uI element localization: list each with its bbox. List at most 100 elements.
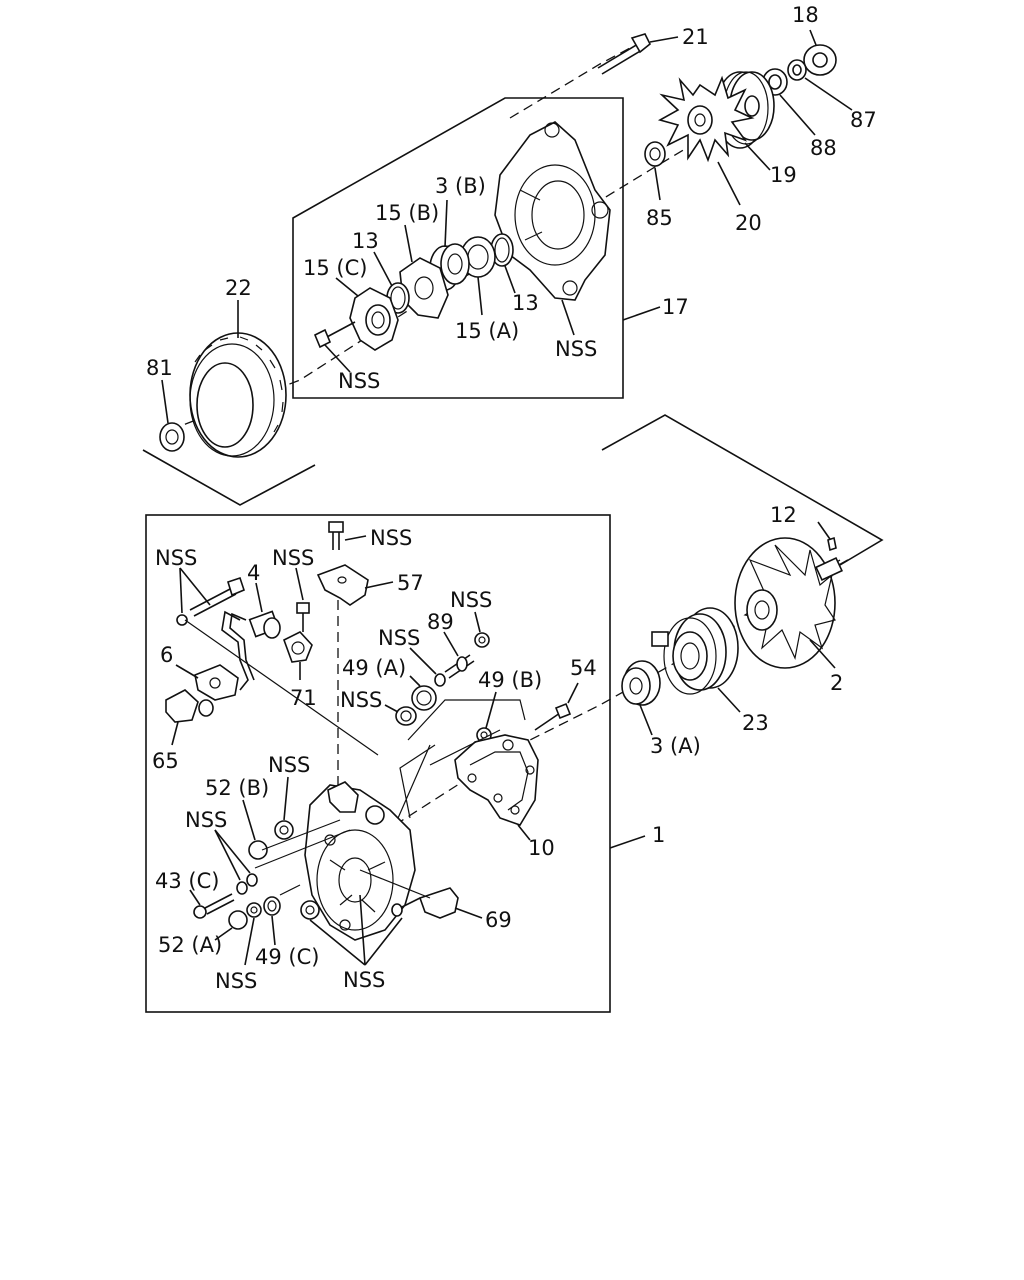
label-3b: 3 (B) [435,174,486,198]
nut-nss-lower [300,900,320,920]
nut-18 [803,44,837,76]
stator-bracket [142,449,316,506]
label-6: 6 [160,643,173,667]
leader-49a [409,675,421,687]
upper-axis-top [509,47,631,119]
bushing-49a [411,685,437,711]
leader-49b [485,691,497,729]
label-10: 10 [528,836,555,860]
pulley-23 [651,607,739,695]
link-lines [184,619,526,826]
label-54: 54 [570,656,597,680]
cap-52b [248,840,268,860]
rotor-bracket [601,414,884,566]
label-12: 12 [770,503,797,527]
label-49a: 49 (A) [342,656,406,680]
label-nss-bolt: NSS [338,369,380,393]
label-nss-bottom-left: NSS [215,969,257,993]
leader-nss-52b [283,776,289,821]
leader-nss-43 [214,829,241,881]
axis-49c [279,884,301,896]
label-57: 57 [397,571,424,595]
leader-nss-49a [384,704,399,713]
wire-harness [221,610,249,691]
bushing-49c [263,896,281,916]
label-52b: 52 (B) [205,776,269,800]
leader-85 [654,167,661,201]
label-43c: 43 (C) [155,869,219,893]
label-nss-top: NSS [370,526,412,550]
label-17: 17 [662,295,689,319]
fan-20 [657,75,755,163]
label-69: 69 [485,908,512,932]
leader-3b [444,199,448,248]
leader-nss-frame [561,299,575,336]
leader-4 [255,582,263,613]
leader-3a [639,704,653,736]
leader-nss-left2 [179,567,183,614]
leader-15c [335,277,359,297]
leader-17 [622,306,661,321]
leader-nss-bolt [324,344,351,373]
axis-52b-2 [261,819,341,851]
spacer-81 [159,422,185,452]
leader-18 [809,29,817,46]
label-65: 65 [152,749,179,773]
label-88: 88 [810,136,837,160]
label-3a: 3 (A) [650,734,701,758]
terminal-6 [194,664,239,701]
spacer-85 [644,141,666,167]
label-13-right: 13 [512,291,539,315]
label-nss-frame: NSS [555,337,597,361]
front-frame [494,121,611,301]
label-49b: 49 (B) [478,668,542,692]
pin-12 [827,536,837,552]
leader-69 [454,907,483,919]
cover-65 [165,689,214,723]
housing-frame-box [292,97,624,399]
screw-54 [534,702,572,731]
label-1: 1 [652,823,665,847]
label-22: 22 [225,276,252,300]
nut-nss-small [474,632,490,648]
leader-21 [649,36,679,43]
label-71: 71 [290,686,317,710]
rotor-2 [734,537,849,669]
terminal-89 [444,654,475,679]
washer-87 [787,59,807,81]
label-85: 85 [646,206,673,230]
label-15c: 15 (C) [303,256,367,280]
washer-nss-43b [246,873,258,887]
bolt-nss-top [328,521,344,550]
leader-6 [175,664,199,679]
label-nss-89: NSS [378,626,420,650]
leader-65 [171,721,179,746]
label-15b: 15 (B) [375,201,439,225]
bushing-nss-49a [395,706,417,726]
leader-13-left [373,251,393,287]
label-89: 89 [427,610,454,634]
bearing-3a [621,660,661,706]
snap-ring-13-right [490,233,514,267]
label-19: 19 [770,163,797,187]
leader-nss-43b [214,829,251,874]
leader-nss-52a [244,917,255,966]
leader-57 [364,581,394,589]
bracket-57 [316,564,369,606]
rear-frame-body [304,781,416,941]
leader-nss-89 [409,647,437,675]
label-4: 4 [247,561,260,585]
leader-52a [214,927,233,941]
label-20: 20 [735,211,762,235]
retainer-15c [349,287,399,351]
leader-nss-ctr [295,567,304,601]
leader-nss-bottom [309,894,403,966]
label-nss-center: NSS [272,546,314,570]
label-nss-52b: NSS [268,753,310,777]
connector-4 [248,610,281,639]
leader-87 [804,77,853,111]
clip-71 [283,631,313,663]
leader-89 [443,631,459,657]
label-18: 18 [792,3,819,27]
rear-frame-box [145,514,611,1013]
